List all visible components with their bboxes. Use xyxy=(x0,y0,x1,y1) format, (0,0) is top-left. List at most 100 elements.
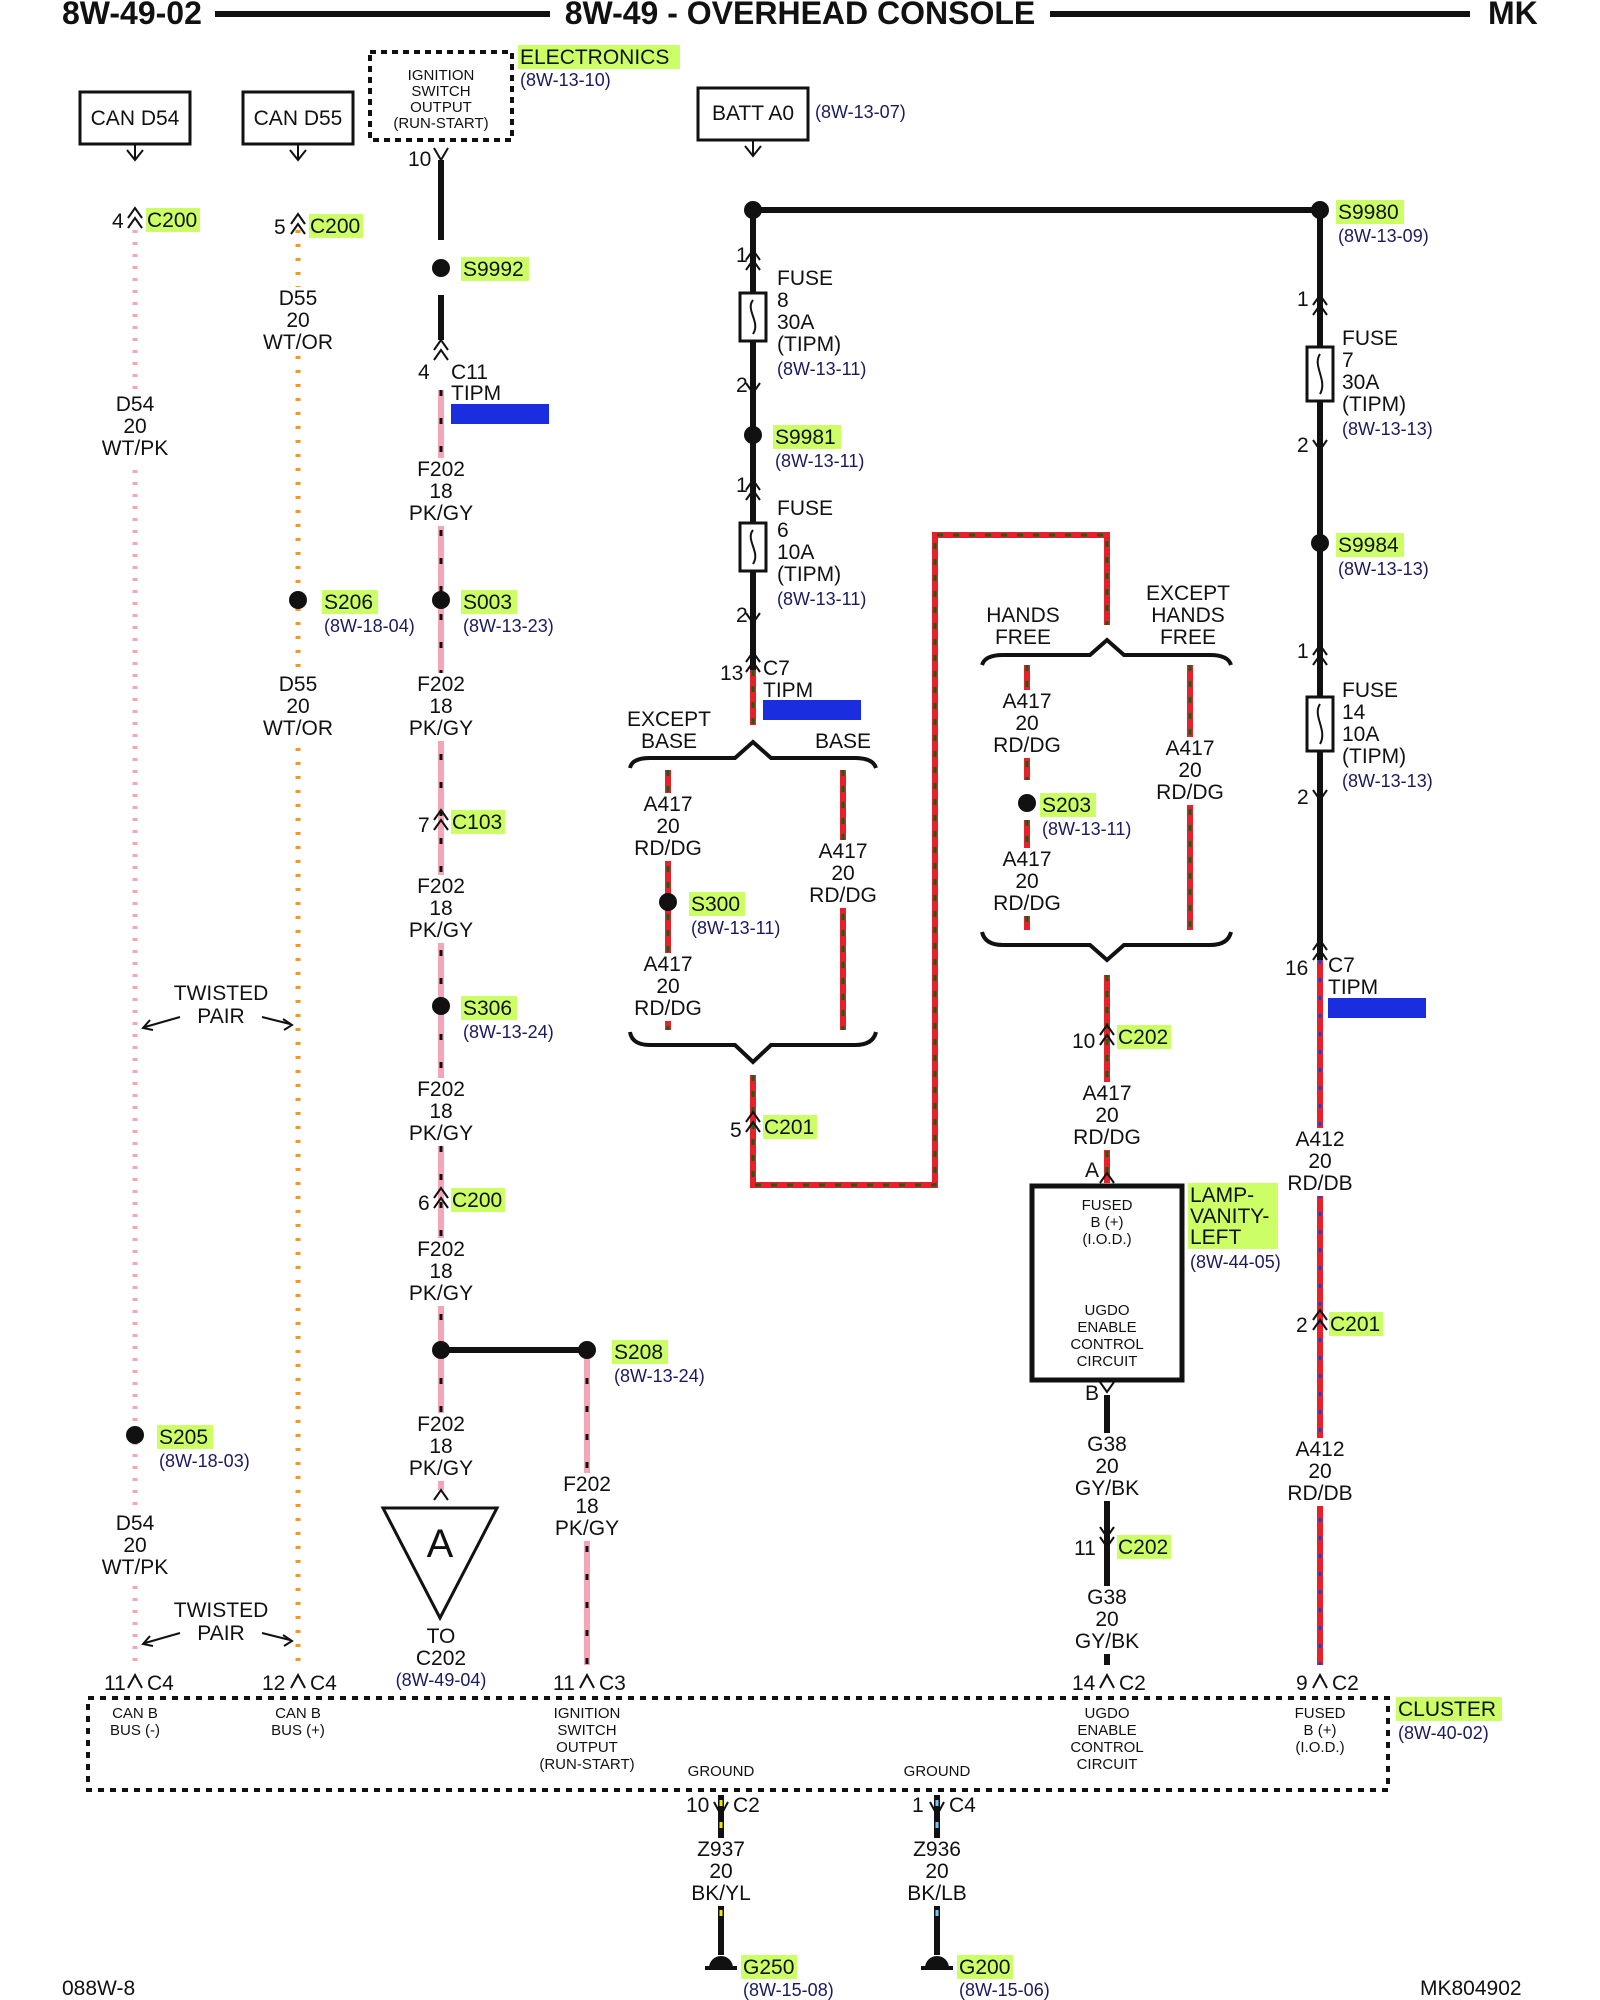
fuse8-tipm: (TIPM) xyxy=(777,333,841,356)
svg-text:20: 20 xyxy=(1095,1608,1118,1631)
pin-10-c202: 10 xyxy=(1072,1030,1095,1053)
svg-text:D54: D54 xyxy=(116,1512,155,1535)
wire-label-d55-lower: D55 20 WT/OR xyxy=(260,673,336,741)
electronics-label: ELECTRONICS xyxy=(520,46,669,69)
cluster-can-plus-1: CAN B xyxy=(275,1705,321,1722)
fuse7-amps: 30A xyxy=(1342,371,1379,394)
ground-g200: G200 (8W-15-06) xyxy=(921,1955,1050,2000)
svg-text:BK/YL: BK/YL xyxy=(691,1882,751,1905)
to-c202-line1: TO xyxy=(427,1625,456,1648)
cluster-pin-14-c2: 14 xyxy=(1072,1672,1096,1695)
pin-7-c103: 7 xyxy=(418,814,430,837)
lamp-ref: (8W-44-05) xyxy=(1190,1252,1281,1272)
splice-s205-ref: (8W-18-03) xyxy=(159,1451,250,1471)
cluster-ign-3: OUTPUT xyxy=(556,1739,618,1756)
svg-text:20: 20 xyxy=(1308,1460,1331,1483)
svg-text:F202: F202 xyxy=(417,673,465,696)
svg-text:F202: F202 xyxy=(417,1413,465,1436)
svg-text:20: 20 xyxy=(123,415,146,438)
fuse8-word: FUSE xyxy=(777,267,833,290)
svg-text:A412: A412 xyxy=(1295,1128,1344,1151)
splice-s9992: S9992 xyxy=(463,258,524,281)
lamp-ugdo-4: CIRCUIT xyxy=(1077,1353,1138,1370)
wire-label-z936: Z936 20 BK/LB xyxy=(899,1838,975,1906)
cluster-ground-2: GROUND xyxy=(904,1763,971,1780)
fuse7-pin-2: 2 xyxy=(1297,434,1309,457)
cluster-pin-11-c4: 11 xyxy=(104,1672,126,1695)
conn-c11: C11 xyxy=(451,361,488,384)
cluster-ugdo-2: ENABLE xyxy=(1077,1722,1136,1739)
svg-text:A417: A417 xyxy=(1002,690,1051,713)
header: 8W-49-02 8W-49 - OVERHEAD CONSOLE MK xyxy=(62,0,1538,31)
wire-label-f202-2: F202 18 PK/GY xyxy=(403,673,479,741)
ign-box-line2: SWITCH xyxy=(411,83,470,100)
fuse8-pin-1: 1 xyxy=(736,244,748,267)
can-d54-label: CAN D54 xyxy=(91,107,180,130)
wire-label-f202-1: F202 18 PK/GY xyxy=(403,458,479,526)
pin-2-c201: 2 xyxy=(1296,1314,1308,1337)
wire-label-a417-1: A417 20 RD/DG xyxy=(630,793,706,861)
fuse-14: FUSE 14 10A (TIPM) (8W-13-13) xyxy=(1305,679,1433,791)
wire-label-z937: Z937 20 BK/YL xyxy=(683,1838,759,1906)
splice-s203-ref: (8W-13-11) xyxy=(1042,819,1131,839)
svg-text:RD/DG: RD/DG xyxy=(993,734,1061,757)
svg-text:PAIR: PAIR xyxy=(197,1005,244,1028)
cluster-can-minus-1: CAN B xyxy=(112,1705,158,1722)
svg-text:F202: F202 xyxy=(417,875,465,898)
svg-text:GY/BK: GY/BK xyxy=(1075,1630,1139,1653)
splice-s300-ref: (8W-13-11) xyxy=(691,918,780,938)
pin-4-d54: 4 xyxy=(112,210,124,233)
svg-text:F202: F202 xyxy=(417,1078,465,1101)
splice-s208: S208 xyxy=(614,1341,663,1364)
splice-s9980-ref: (8W-13-09) xyxy=(1338,226,1429,246)
svg-text:PK/GY: PK/GY xyxy=(409,1457,473,1480)
cluster-ugdo-4: CIRCUIT xyxy=(1077,1756,1138,1773)
svg-text:RD/DG: RD/DG xyxy=(634,997,702,1020)
wire-label-a412-2: A412 20 RD/DB xyxy=(1282,1438,1358,1506)
ign-box-line1: IGNITION xyxy=(408,67,475,84)
cluster-pin-1-c4: 1 xyxy=(912,1794,924,1817)
fuse6-tipm: (TIPM) xyxy=(777,563,841,586)
svg-text:18: 18 xyxy=(429,695,452,718)
svg-text:D55: D55 xyxy=(279,287,318,310)
svg-text:WT/OR: WT/OR xyxy=(263,331,333,354)
svg-text:Z936: Z936 xyxy=(913,1838,961,1861)
splice-s003-ref: (8W-13-23) xyxy=(463,616,554,636)
fuse8-number: 8 xyxy=(777,289,789,312)
cluster-c2-ground: C2 xyxy=(733,1794,760,1817)
wire-label-a412-1: A412 20 RD/DB xyxy=(1282,1128,1358,1196)
pin-5-d55: 5 xyxy=(274,216,286,239)
wire-label-d54-upper: D54 20 WT/PK xyxy=(100,393,170,461)
fuse-8: FUSE 8 30A (TIPM) (8W-13-11) xyxy=(738,267,866,379)
conn-c200-d54: C200 xyxy=(147,209,197,232)
splice-s9980: S9980 xyxy=(1338,201,1399,224)
wire-label-a417-7: A417 20 RD/DG xyxy=(1069,1082,1145,1150)
fuse-7: FUSE 7 30A (TIPM) (8W-13-13) xyxy=(1305,327,1433,439)
wire-label-d55-upper: D55 20 WT/OR xyxy=(260,287,336,355)
splice-s9981-ref: (8W-13-11) xyxy=(775,451,864,471)
cluster-ugdo-1: UGDO xyxy=(1085,1705,1130,1722)
svg-text:20: 20 xyxy=(831,862,854,885)
cluster-pin-9-c2: 9 xyxy=(1296,1672,1308,1695)
svg-text:18: 18 xyxy=(429,1435,452,1458)
wire-label-blocks: D54 20 WT/PK D54 20 WT/PK D55 20 WT/OR D… xyxy=(100,287,1358,1906)
option-brackets xyxy=(628,637,1233,1065)
svg-text:20: 20 xyxy=(1095,1104,1118,1127)
fuse8-amps: 30A xyxy=(777,311,814,334)
option-hands-free-2: FREE xyxy=(995,626,1051,649)
wire-label-f202-3: F202 18 PK/GY xyxy=(403,875,479,943)
splice-s205: S205 xyxy=(159,1426,208,1449)
svg-text:20: 20 xyxy=(709,1860,732,1883)
fuse14-pin-2: 2 xyxy=(1297,786,1309,809)
to-c202-ref: (8W-49-04) xyxy=(396,1670,487,1690)
svg-text:PK/GY: PK/GY xyxy=(409,502,473,525)
header-title: 8W-49 - OVERHEAD CONSOLE xyxy=(565,0,1036,31)
svg-text:20: 20 xyxy=(286,309,309,332)
lamp-pin-a: A xyxy=(1085,1159,1099,1182)
fuse7-ref: (8W-13-13) xyxy=(1342,419,1433,439)
wire-label-f202-5: F202 18 PK/GY xyxy=(403,1238,479,1306)
svg-text:WT/OR: WT/OR xyxy=(263,717,333,740)
cluster-ref: (8W-40-02) xyxy=(1398,1723,1489,1743)
batt-a0-box: BATT A0 (8W-13-07) xyxy=(696,86,906,158)
